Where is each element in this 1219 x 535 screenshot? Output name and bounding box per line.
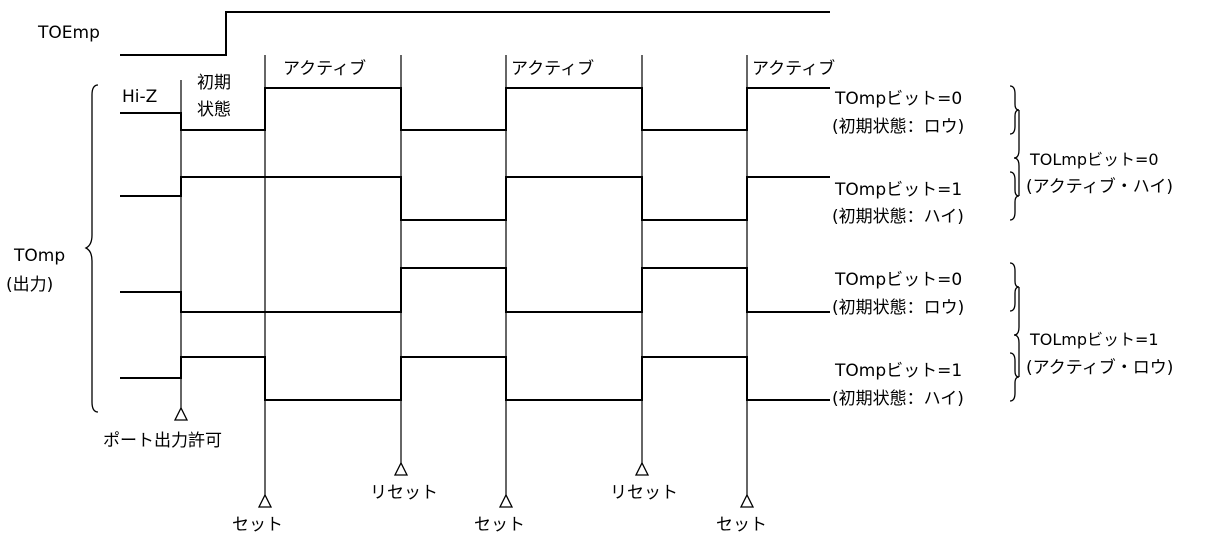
marker-set-2-triangle	[498, 493, 514, 508]
marker-set-3-triangle	[739, 493, 755, 508]
toe-waveform	[120, 11, 830, 56]
to-label: TOmp	[13, 246, 65, 266]
initial-state-label-1: 初期	[197, 73, 231, 93]
active-label-1: アクティブ	[283, 58, 366, 79]
brace-left	[84, 84, 99, 413]
set-label-1: セット	[232, 515, 283, 535]
brace-group1	[1013, 110, 1020, 196]
active-label-2: アクティブ	[511, 58, 594, 79]
brace-group2	[1013, 287, 1020, 377]
row2-bit-label: TOmpビット=1	[834, 180, 962, 200]
marker-reset-1-triangle	[393, 461, 409, 476]
group1-bit-label: TOLmpビット=0	[1029, 150, 1159, 169]
set-label-2: セット	[474, 515, 525, 535]
row1-init-label: (初期状態：ロウ)	[832, 117, 964, 137]
row3-bit-label: TOmpビット=0	[834, 270, 962, 290]
to-waveform-row3	[120, 267, 830, 313]
marker-port-enable-triangle	[173, 406, 189, 421]
port-enable-label: ポート出力許可	[103, 431, 222, 451]
to-waveform-row1	[120, 87, 830, 131]
row4-init-label: (初期状態：ハイ)	[832, 389, 964, 409]
to-sublabel: (出力)	[6, 275, 53, 295]
to-waveform-row2	[120, 176, 830, 221]
brace-row4	[1009, 352, 1020, 402]
hiz-label: Hi-Z	[122, 87, 157, 107]
initial-state-label-2: 状態	[197, 100, 231, 120]
to-waveform-row4	[120, 356, 830, 401]
reset-label-1: リセット	[370, 483, 438, 503]
row3-init-label: (初期状態：ロウ)	[832, 298, 964, 318]
set-label-3: セット	[716, 515, 767, 535]
group2-bit-label: TOLmpビット=1	[1029, 330, 1159, 349]
reset-label-2: リセット	[610, 483, 678, 503]
marker-set-1-triangle	[257, 493, 273, 508]
row2-init-label: (初期状態：ハイ)	[832, 207, 964, 227]
marker-reset-2-triangle	[634, 461, 650, 476]
toe-label: TOEmp	[37, 23, 100, 43]
brace-row2	[1009, 171, 1020, 221]
active-label-3: アクティブ	[752, 58, 835, 79]
group2-mode-label: (アクティブ・ロウ)	[1026, 357, 1173, 378]
row1-bit-label: TOmpビット=0	[834, 89, 962, 109]
brace-row1	[1009, 85, 1020, 135]
row4-bit-label: TOmpビット=1	[834, 361, 962, 381]
group1-mode-label: (アクティブ・ハイ)	[1026, 176, 1173, 197]
brace-row3	[1009, 262, 1020, 312]
